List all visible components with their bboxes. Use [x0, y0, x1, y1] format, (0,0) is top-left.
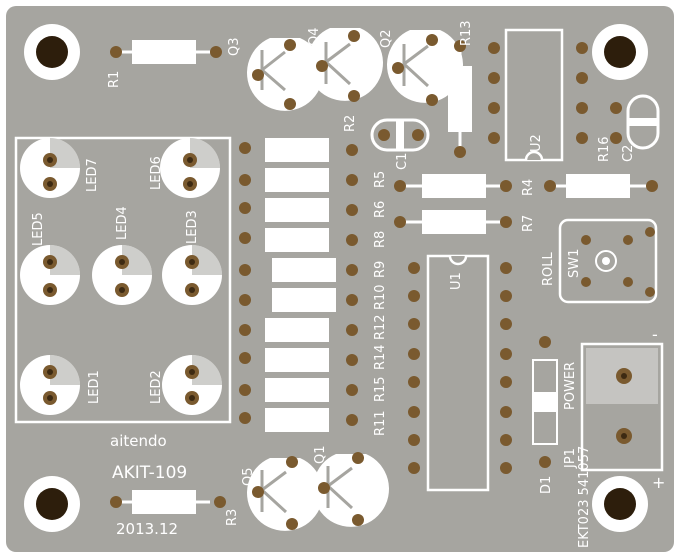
label-d1: D1	[539, 476, 554, 494]
u2-footprint	[488, 28, 588, 162]
transistor-footprints-bottom	[247, 452, 389, 531]
label-c2: C2	[621, 145, 636, 162]
label-r15: R15	[373, 376, 388, 402]
label-sw1: SW1	[567, 249, 582, 278]
r3-footprint	[110, 490, 226, 514]
mounting-hole-top-right	[592, 24, 648, 80]
label-r7: R7	[521, 215, 536, 232]
label-r11: R11	[373, 410, 388, 436]
q3-footprint	[247, 38, 323, 111]
label-r9: R9	[373, 261, 388, 278]
label-u1: U1	[449, 272, 464, 290]
transistor-footprints-top	[247, 28, 463, 111]
label-led3: LED3	[185, 210, 200, 244]
u1-footprint	[408, 254, 512, 492]
r5-r7-footprints	[394, 174, 512, 234]
led1-footprint	[20, 355, 80, 415]
label-brand: aitendo	[110, 432, 167, 450]
q4-footprint	[307, 28, 383, 102]
r13-footprint	[448, 40, 472, 158]
label-r16: R16	[597, 136, 612, 162]
led-area-edge-pads	[239, 142, 251, 424]
q2-footprint	[386, 30, 463, 106]
c2-footprint	[610, 94, 660, 150]
label-jp1: JP1	[563, 448, 578, 469]
led2-footprint	[162, 355, 222, 415]
label-r6: R6	[373, 201, 388, 218]
power-terminal	[580, 342, 664, 472]
label-q3: Q3	[227, 37, 242, 56]
d1-footprint	[532, 336, 558, 468]
label-r3: R3	[225, 509, 240, 526]
q1-footprint	[313, 452, 389, 527]
label-led6: LED6	[149, 156, 164, 190]
label-led5: LED5	[31, 212, 46, 246]
label-r1: R1	[107, 71, 122, 88]
led-area-outline	[14, 136, 232, 424]
mounting-holes	[24, 24, 648, 532]
label-q2: Q2	[379, 29, 394, 48]
mounting-hole-bottom-right	[592, 476, 648, 532]
label-led4: LED4	[115, 206, 130, 240]
led6-footprint	[160, 138, 220, 198]
label-r10: R10	[373, 284, 388, 310]
label-r2: R2	[343, 115, 358, 132]
label-u2: U2	[529, 134, 544, 152]
label-led7: LED7	[85, 158, 100, 192]
q5-footprint	[247, 456, 323, 531]
r16-footprint	[544, 174, 658, 198]
mounting-hole-bottom-left	[24, 476, 80, 532]
led3-footprint	[162, 245, 222, 305]
label-led1: LED1	[87, 370, 102, 404]
label-c1: C1	[395, 153, 410, 170]
label-r13: R13	[459, 20, 474, 46]
label-date: 2013.12	[116, 520, 178, 538]
label-plus: +	[652, 473, 665, 492]
label-r14: R14	[373, 344, 388, 370]
label-minus: -	[652, 325, 658, 344]
label-r8: R8	[373, 231, 388, 248]
label-r5: R5	[373, 171, 388, 188]
mounting-hole-top-left	[24, 24, 80, 80]
label-q4: Q4	[307, 27, 322, 46]
led7-footprint	[20, 138, 80, 198]
c1-footprint	[370, 118, 430, 152]
led-footprints	[20, 138, 222, 415]
label-power: POWER	[563, 362, 578, 410]
label-roll: ROLL	[541, 251, 556, 286]
label-serial: EKT023 541057	[577, 446, 592, 548]
label-q1: Q1	[313, 445, 328, 464]
r1-footprint	[110, 40, 222, 64]
led5-footprint	[20, 245, 80, 305]
silkscreen-labels: Q3 Q4 Q2 R13 R1 R2 C1 U2 R16 C2 R4 R7 R5…	[31, 20, 665, 548]
label-q5: Q5	[241, 467, 256, 486]
label-model: AKIT-109	[112, 463, 187, 483]
resistor-bank	[265, 138, 358, 432]
sw1-footprint	[558, 218, 658, 304]
led4-footprint	[92, 245, 152, 305]
label-r12: R12	[373, 314, 388, 340]
label-r4: R4	[521, 179, 536, 196]
label-led2: LED2	[149, 370, 164, 404]
